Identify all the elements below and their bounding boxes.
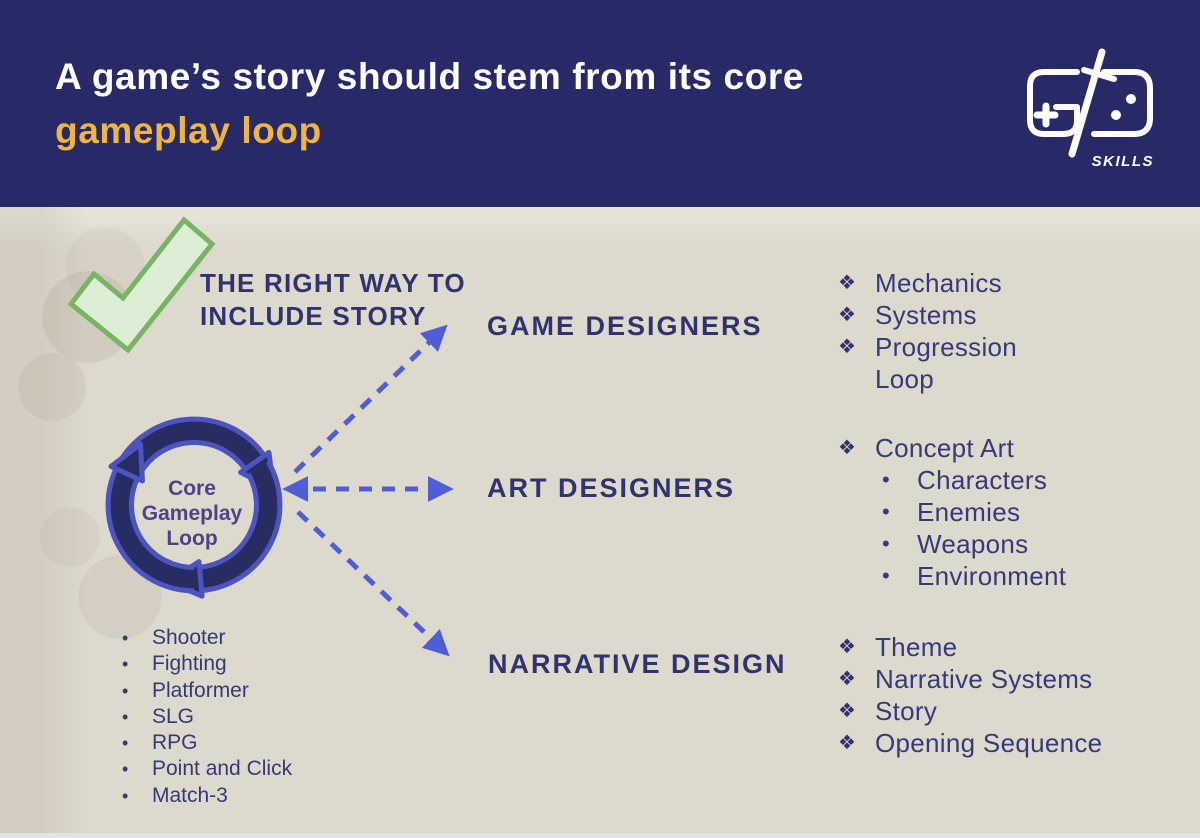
- logo-skills-label: SKILLS: [1091, 153, 1154, 170]
- loop-label-line-1: Core: [168, 477, 216, 500]
- gd-skills-logo: SKILLS: [1020, 44, 1160, 170]
- branch-arrows: [282, 324, 454, 657]
- genre-item: • Point and Click: [120, 756, 292, 782]
- genre-item: • SLG: [120, 704, 292, 730]
- sub-list-item-label: Characters: [917, 465, 1048, 495]
- genres-list: • Shooter • Fighting • Platformer • SLG …: [120, 625, 292, 809]
- list-item: ❖ Opening Sequence: [838, 727, 1138, 759]
- gamepad-sword-logo-icon: [1027, 48, 1153, 158]
- list-item-label: Theme: [875, 632, 958, 662]
- sub-list-item-label: Environment: [917, 561, 1067, 591]
- list-item: ❖ Theme: [838, 631, 1138, 663]
- narrative-design-label: NARRATIVE DESIGN: [488, 649, 787, 679]
- round-bullet-icon: •: [882, 531, 891, 556]
- round-bullet-icon: •: [122, 628, 129, 648]
- slide-title: A game’s story should stem from its core…: [55, 52, 804, 156]
- list-item-label: Progression Loop: [875, 332, 1018, 394]
- bottom-edge-strip: [0, 833, 1200, 838]
- check-mark-icon: [67, 216, 216, 354]
- genre-label: Point and Click: [152, 757, 293, 781]
- diamond-bullet-icon: ❖: [838, 732, 857, 754]
- genre-label: SLG: [152, 704, 195, 728]
- diamond-bullet-icon: ❖: [838, 272, 857, 294]
- genre-item: • Platformer: [120, 678, 292, 704]
- genre-item: • RPG: [120, 730, 292, 756]
- title-accent-line: gameplay loop: [55, 110, 322, 151]
- sub-list-item: • Enemies: [880, 496, 1138, 528]
- genre-label: Shooter: [152, 626, 226, 649]
- heading-line-2: INCLUDE STORY: [200, 301, 427, 331]
- round-bullet-icon: •: [882, 467, 891, 492]
- title-line-1: A game’s story should stem from its core: [55, 56, 805, 97]
- art-designers-label: ART DESIGNERS: [487, 473, 736, 503]
- header-band: A game’s story should stem from its core…: [0, 0, 1200, 207]
- round-bullet-icon: •: [122, 654, 129, 675]
- genre-label: Fighting: [152, 652, 227, 676]
- game-designers-label: GAME DESIGNERS: [487, 311, 763, 341]
- list-item: ❖ Concept Art: [838, 432, 1138, 464]
- round-bullet-icon: •: [122, 680, 129, 701]
- list-item-label: Story: [875, 696, 938, 726]
- diamond-bullet-icon: ❖: [838, 636, 857, 658]
- round-bullet-icon: •: [882, 499, 891, 524]
- loop-center-label: Core Gameplay Loop: [117, 476, 267, 551]
- narrative-design-list: ❖ Theme ❖ Narrative Systems ❖ Story ❖ Op…: [838, 631, 1138, 759]
- list-item-label: Concept Art: [875, 433, 1015, 463]
- list-item-label: Systems: [875, 300, 977, 330]
- list-item: ❖ Mechanics: [838, 267, 1063, 299]
- arrow-to-game-designers: [293, 324, 448, 474]
- diamond-bullet-icon: ❖: [838, 336, 857, 358]
- list-item: ❖ Narrative Systems: [838, 663, 1138, 695]
- list-item-label: Narrative Systems: [875, 664, 1093, 694]
- round-bullet-icon: •: [122, 706, 129, 727]
- core-gameplay-loop-icon: [105, 416, 283, 599]
- diamond-bullet-icon: ❖: [838, 668, 857, 690]
- slide-content: THE RIGHT WAY TO INCLUDE STORY: [0, 207, 1200, 838]
- genre-item: • Fighting: [120, 651, 292, 677]
- genre-item: • Shooter: [120, 625, 292, 651]
- loop-label-line-3: Loop: [166, 527, 218, 550]
- sub-list-item-label: Weapons: [917, 529, 1029, 559]
- sub-list-item-label: Enemies: [917, 497, 1021, 527]
- art-designers-list: ❖ Concept Art • Characters • Enemies • W…: [838, 432, 1138, 592]
- heading-line-1: THE RIGHT WAY TO: [200, 268, 466, 298]
- round-bullet-icon: •: [122, 785, 129, 806]
- list-item: ❖ Story: [838, 695, 1138, 727]
- genre-label: Match-3: [152, 783, 228, 807]
- game-designers-list: ❖ Mechanics ❖ Systems ❖ Progression Loop: [838, 267, 1063, 395]
- loop-label-line-2: Gameplay: [141, 502, 243, 525]
- sub-list-item: • Characters: [880, 464, 1138, 496]
- genre-item: • Match-3: [120, 783, 292, 809]
- list-item-label: Mechanics: [875, 268, 1002, 298]
- sub-list-item: • Environment: [880, 560, 1138, 592]
- diamond-bullet-icon: ❖: [838, 304, 857, 326]
- sub-list-item: • Weapons: [880, 528, 1138, 560]
- arrow-to-narrative-design: [296, 510, 450, 657]
- round-bullet-icon: •: [122, 759, 129, 780]
- round-bullet-icon: •: [882, 563, 891, 588]
- list-item: ❖ Progression Loop: [838, 331, 1063, 395]
- round-bullet-icon: •: [122, 733, 129, 754]
- genre-label: RPG: [152, 731, 198, 755]
- diamond-bullet-icon: ❖: [838, 437, 857, 459]
- right-way-heading: THE RIGHT WAY TO INCLUDE STORY: [200, 267, 466, 333]
- diamond-bullet-icon: ❖: [838, 700, 857, 722]
- list-item: ❖ Systems: [838, 299, 1063, 331]
- list-item-label: Opening Sequence: [875, 728, 1103, 758]
- genre-label: Platformer: [152, 678, 249, 702]
